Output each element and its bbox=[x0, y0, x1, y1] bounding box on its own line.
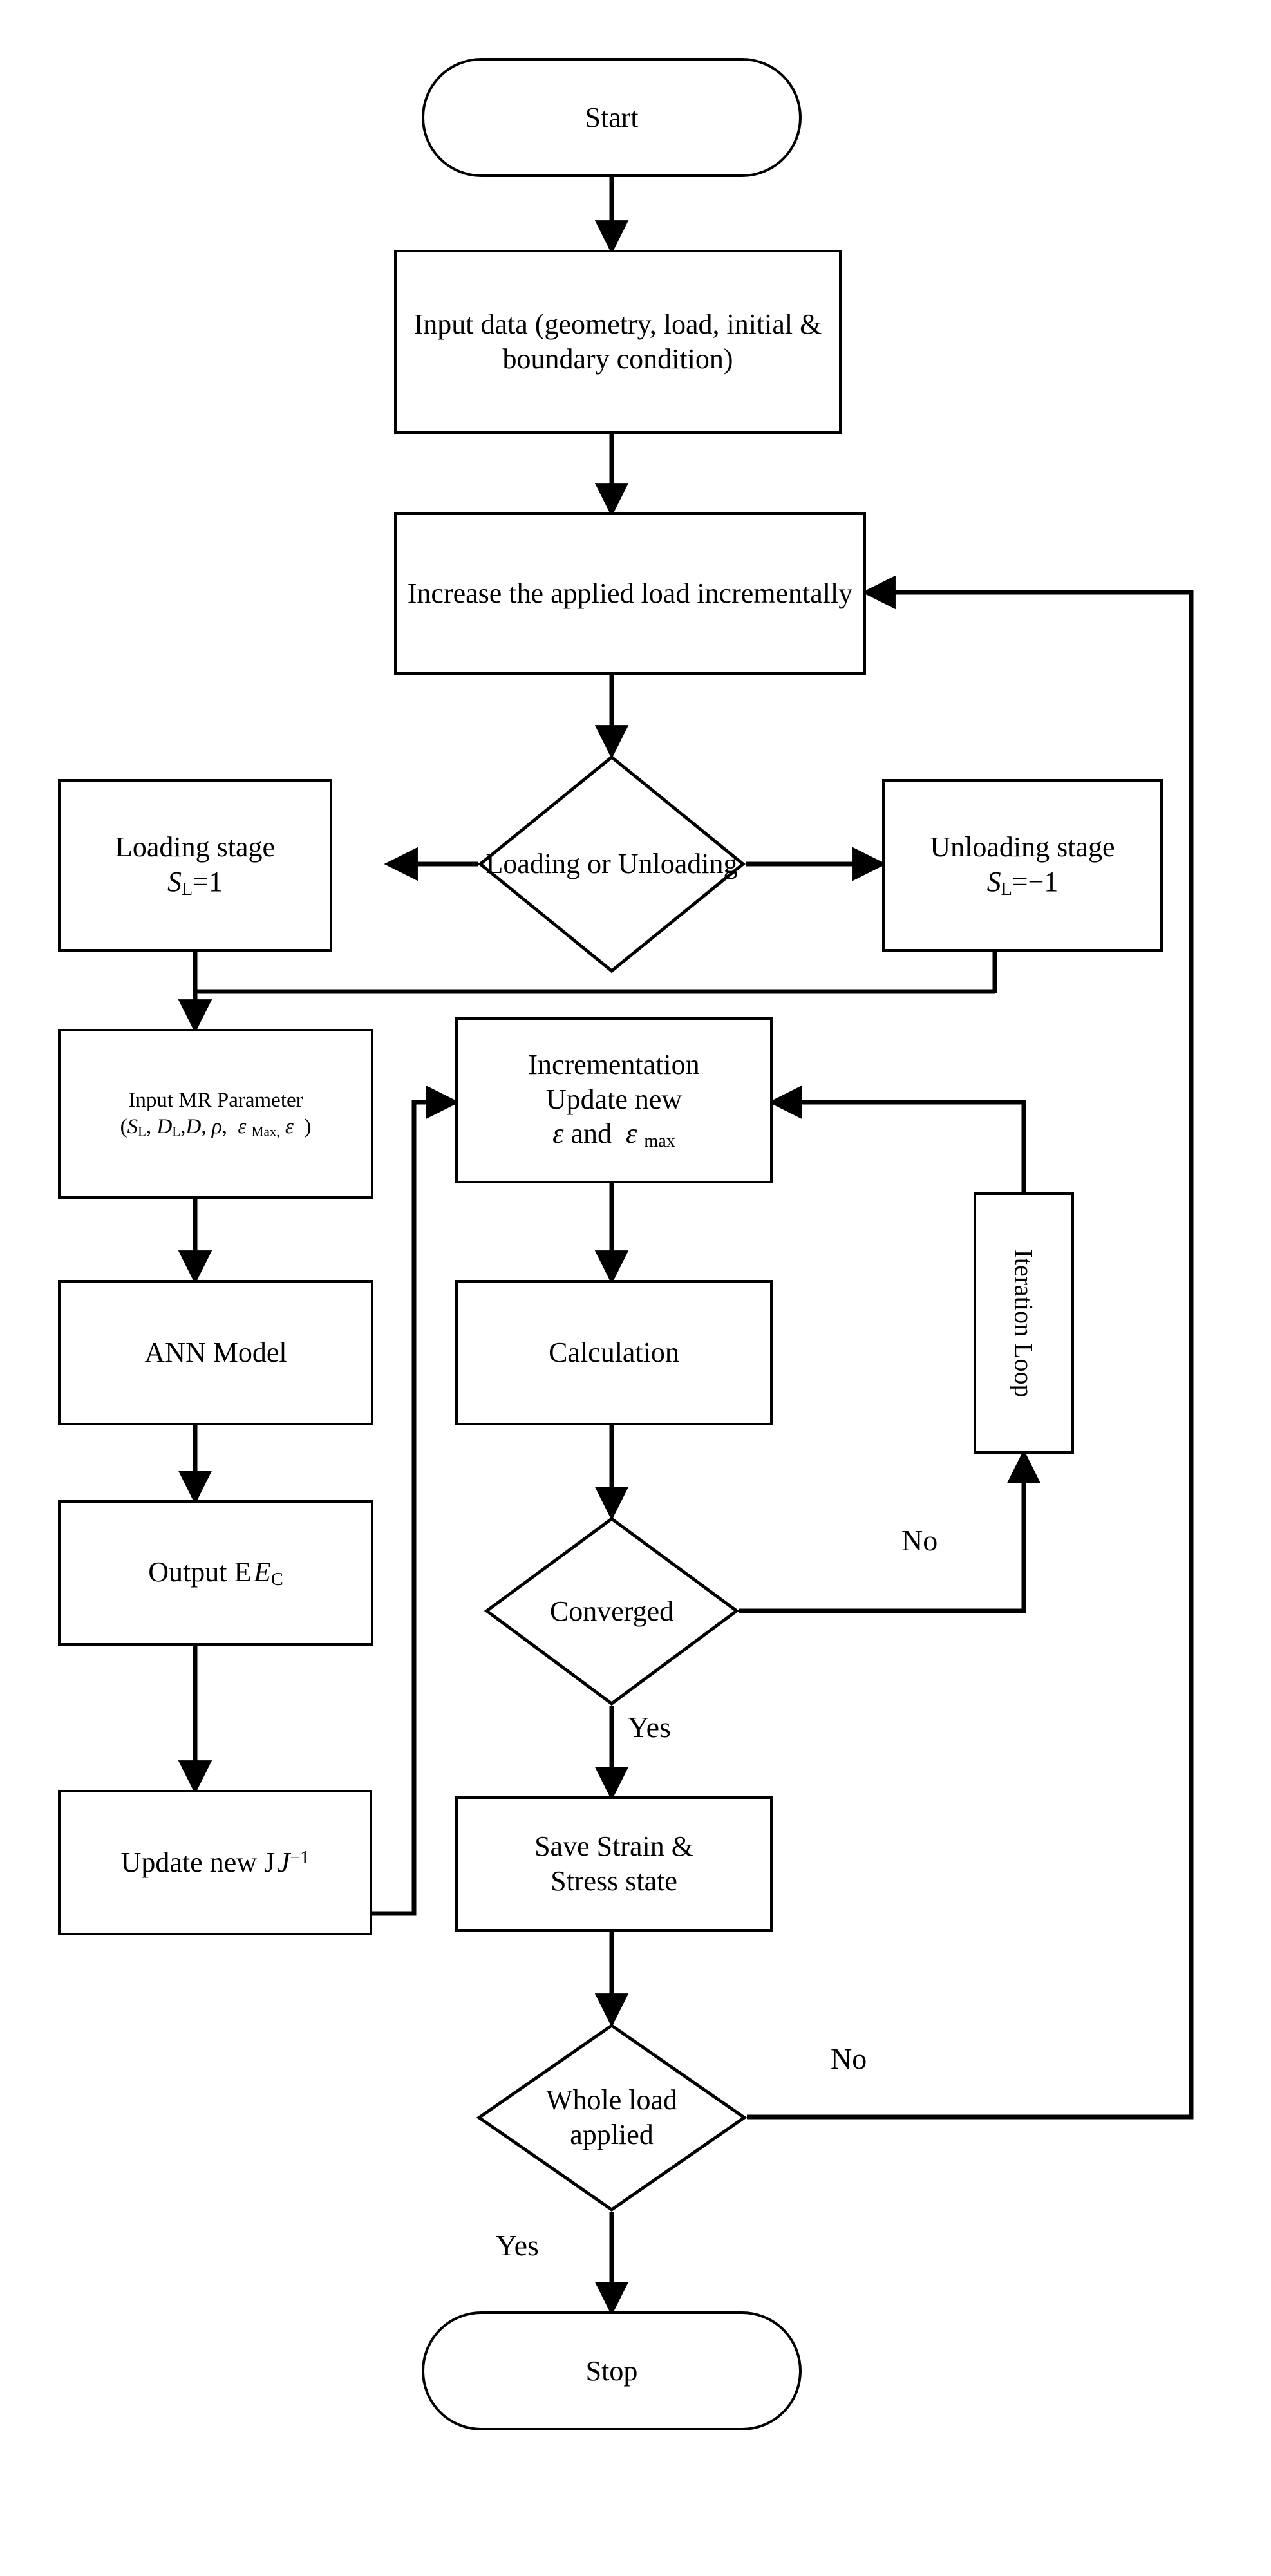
node-input-data: Input data (geometry, load, initial & bo… bbox=[394, 250, 842, 434]
node-increase-load: Increase the applied load incrementally bbox=[394, 512, 866, 675]
node-output-ec: Output E EC bbox=[58, 1500, 373, 1646]
node-ann-model: ANN Model bbox=[58, 1280, 373, 1425]
node-input-mr-params: (SL, DL,D, ρ, ε Max, ε ) bbox=[120, 1115, 312, 1140]
edge-label-whole-load-yes: Yes bbox=[496, 2229, 539, 2262]
node-stop-label: Stop bbox=[585, 2355, 638, 2387]
node-input-data-label: Input data (geometry, load, initial & bo… bbox=[413, 308, 822, 375]
node-update-j-label: Update new J J−1 bbox=[120, 1847, 310, 1879]
node-iteration-loop-label: Iteration Loop bbox=[1009, 1249, 1039, 1397]
node-input-mr-parameter: Input MR Parameter (SL, DL,D, ρ, ε Max, … bbox=[58, 1029, 373, 1199]
node-start: Start bbox=[422, 58, 802, 177]
node-input-mr-line1: Input MR Parameter bbox=[128, 1088, 303, 1112]
node-unloading-stage: Unloading stage SL=−1 bbox=[882, 779, 1163, 952]
node-whole-load-line2: applied bbox=[570, 2119, 654, 2150]
node-incrementation-line1: Incrementation bbox=[528, 1049, 700, 1081]
node-save-state-line1: Save Strain & bbox=[534, 1830, 693, 1863]
node-output-ec-label: Output E EC bbox=[148, 1556, 283, 1590]
edge-label-converged-yes: Yes bbox=[628, 1711, 671, 1744]
node-incrementation: Incrementation Update new ε and ε max bbox=[455, 1017, 773, 1183]
edge-label-whole-load-no: No bbox=[831, 2042, 867, 2075]
node-incrementation-line2: Update new bbox=[545, 1083, 683, 1115]
edge-label-converged-no: No bbox=[901, 1524, 938, 1557]
node-iteration-loop: Iteration Loop bbox=[974, 1192, 1074, 1454]
node-converged: Converged bbox=[484, 1516, 739, 1706]
node-load-decision-label: Loading or Unloading bbox=[485, 848, 738, 880]
node-increase-load-label: Increase the applied load incrementally bbox=[407, 578, 853, 610]
node-converged-label: Converged bbox=[549, 1595, 674, 1627]
node-incrementation-line3: ε and ε max bbox=[552, 1118, 675, 1152]
node-update-j: Update new J J−1 bbox=[58, 1790, 372, 1935]
node-unloading-stage-formula: SL=−1 bbox=[986, 865, 1059, 899]
node-save-state-line2: Stress state bbox=[551, 1865, 677, 1897]
node-unloading-stage-line1: Unloading stage bbox=[930, 831, 1115, 863]
node-stop: Stop bbox=[422, 2311, 802, 2430]
node-loading-stage: Loading stage SL=1 bbox=[58, 779, 332, 952]
node-loading-stage-line1: Loading stage bbox=[115, 831, 276, 863]
node-start-label: Start bbox=[585, 101, 639, 133]
node-save-state: Save Strain & Stress state bbox=[455, 1796, 773, 1932]
node-loading-stage-formula: SL=1 bbox=[167, 865, 223, 899]
node-calculation: Calculation bbox=[455, 1280, 773, 1425]
node-whole-load-line1: Whole load bbox=[545, 2084, 678, 2116]
node-load-decision: Loading or Unloading bbox=[478, 755, 746, 973]
node-calculation-label: Calculation bbox=[549, 1337, 679, 1369]
node-ann-model-label: ANN Model bbox=[144, 1337, 287, 1369]
